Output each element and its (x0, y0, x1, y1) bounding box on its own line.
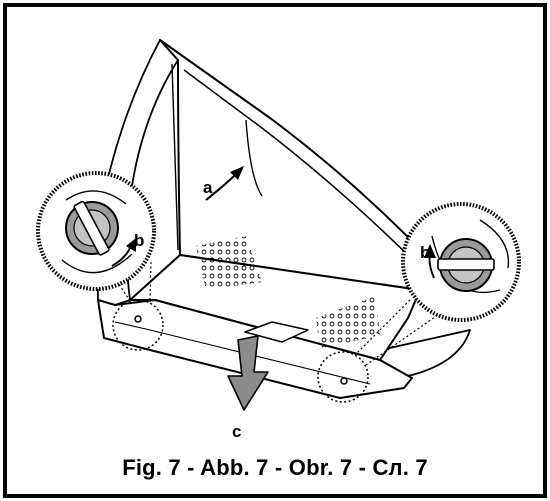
detail-circle-right (317, 351, 369, 403)
detail-circle-left (112, 299, 164, 351)
lock-knob-icon (65, 200, 119, 256)
monitor-side-panel-right (371, 329, 471, 381)
figure-frame (3, 3, 547, 498)
rotation-arrow-icon (111, 238, 136, 267)
rotation-arrow-icon (205, 166, 244, 201)
screw-hole-right (340, 377, 348, 385)
magnifier-right: b (401, 202, 521, 322)
vent-grille-right (316, 296, 380, 348)
screw-hole-left (134, 315, 142, 323)
rotation-arrow-icon (424, 244, 436, 279)
base-tab (244, 321, 309, 343)
lock-knob-icon (437, 238, 495, 292)
vent-grille-left (196, 236, 262, 290)
label-b-right: b (420, 243, 430, 262)
figure-caption: Fig. 7 - Abb. 7 - Obr. 7 - Сл. 7 (122, 455, 428, 480)
monitor-body (96, 39, 471, 399)
label-a: a (203, 178, 213, 197)
pull-down-arrow-icon (227, 335, 269, 411)
label-c: c (232, 422, 241, 441)
label-b-left: b (134, 231, 144, 250)
magnifier-left: b (36, 171, 156, 291)
